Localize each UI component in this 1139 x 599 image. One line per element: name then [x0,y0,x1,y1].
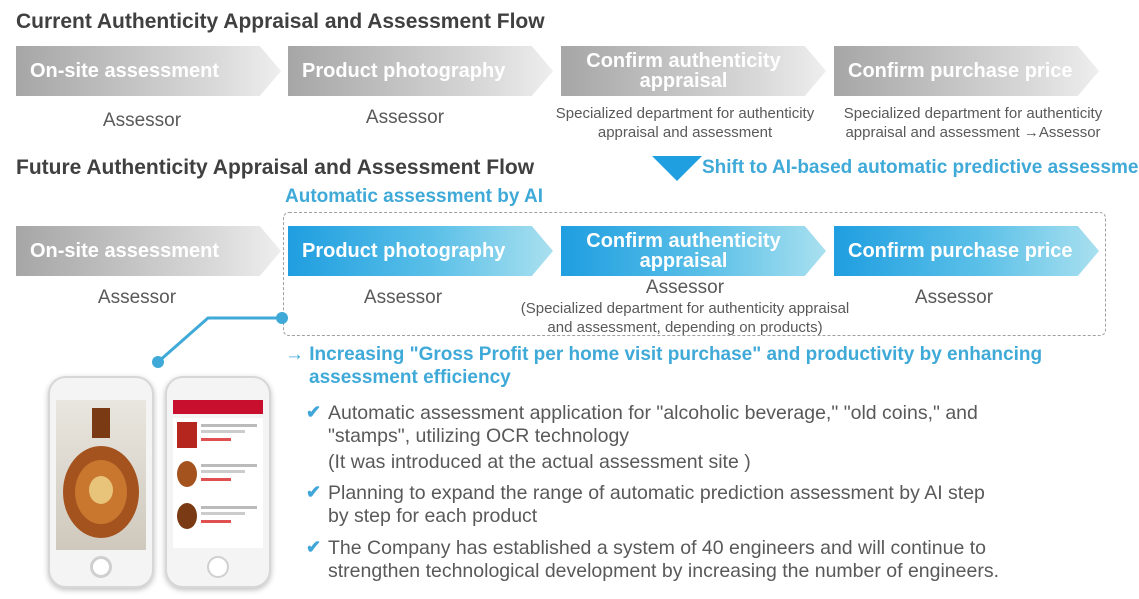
future-role-authenticity: Assessor [645,277,725,298]
bullet-text: The Company has established a system of … [328,537,999,583]
step-label: On-site assessment [30,240,219,262]
step-label-line1: Confirm authenticity [586,230,781,252]
future-step-price: Confirm purchase price [834,226,1099,276]
step-label: Confirm purchase price [848,60,1073,82]
future-role-authenticity-note: (Specialized department for authenticity… [505,299,865,337]
role-line1: Specialized department for authenticity [843,105,1103,122]
future-role-price: Assessor [914,287,994,308]
bullet-item: ✔ The Company has established a system o… [306,537,1126,583]
home-button-icon [207,556,229,578]
step-label-line1: Confirm authenticity [586,50,781,72]
result-line1: → Increasing "Gross Profit per home visi… [285,344,1043,365]
future-flow-title: Future Authenticity Appraisal and Assess… [16,156,535,179]
camera-view [56,400,146,550]
bullet-line: The Company has established a system of … [328,537,986,559]
bullet-list: ✔ Automatic assessment application for "… [306,402,1126,583]
step-label: Product photography [302,60,506,82]
current-role-price: Specialized department for authenticity … [828,104,1118,142]
shutter-button-icon [90,556,112,578]
step-label-line2: appraisal [639,250,728,272]
ai-scope-box [283,212,1106,336]
down-triangle-icon [652,156,702,181]
current-step-price: Confirm purchase price [834,46,1099,96]
current-role-photography: Assessor [365,107,445,128]
connector-line [152,312,288,368]
current-role-onsite: Assessor [102,110,182,131]
check-icon: ✔ [306,537,322,557]
step-label-line2: appraisal [639,70,728,92]
step-label: Confirm purchase price [848,240,1073,262]
role-line1: Specialized department for authenticity [555,105,815,122]
result-thumbnails-icon [177,422,257,529]
bottle-icon [63,408,139,538]
check-icon: ✔ [306,482,322,502]
current-flow-title: Current Authenticity Appraisal and Asses… [16,10,545,33]
bullet-text: Planning to expand the range of automati… [328,482,985,528]
future-step-photography: Product photography [288,226,553,276]
bullet-line: by step for each product [328,505,538,527]
bullet-item: ✔ Automatic assessment application for "… [306,402,1126,474]
step-label: Product photography [302,240,506,262]
bullet-item: ✔ Planning to expand the range of automa… [306,482,1126,528]
note-line1: (Specialized department for authenticity… [520,300,850,317]
step-label: On-site assessment [30,60,219,82]
bullet-line: Automatic assessment application for "al… [328,402,978,424]
future-role-onsite: Assessor [97,287,177,308]
bullet-line: Planning to expand the range of automati… [328,482,985,504]
current-step-photography: Product photography [288,46,553,96]
note-line2: and assessment, depending on products) [547,319,823,336]
phone-results-screen [165,376,271,588]
ai-assessment-label: Automatic assessment by AI [285,186,543,207]
role-line2: appraisal and assessment [597,124,773,141]
result-text: → Increasing "Gross Profit per home visi… [285,343,1042,389]
future-step-onsite: On-site assessment [16,226,281,276]
bullet-line: "stamps", utilizing OCR technology [328,425,630,447]
role-line2: appraisal and assessment →Assessor [845,124,1101,141]
shift-label: Shift to AI-based automatic predictive a… [702,157,1139,178]
current-role-authenticity: Specialized department for authenticity … [540,104,830,142]
check-icon: ✔ [306,402,322,422]
result-line2: assessment efficiency [309,367,511,388]
phone-camera-screen [48,376,154,588]
bullet-line: (It was introduced at the actual assessm… [328,451,751,473]
current-step-authenticity: Confirm authenticity appraisal [561,46,826,96]
future-step-authenticity: Confirm authenticity appraisal [561,226,826,276]
app-header-bar [173,400,263,414]
future-role-photography: Assessor [363,287,443,308]
result-list [173,418,263,548]
current-step-onsite: On-site assessment [16,46,281,96]
bullet-line: strengthen technological development by … [328,560,1000,582]
bullet-text: Automatic assessment application for "al… [328,402,978,474]
